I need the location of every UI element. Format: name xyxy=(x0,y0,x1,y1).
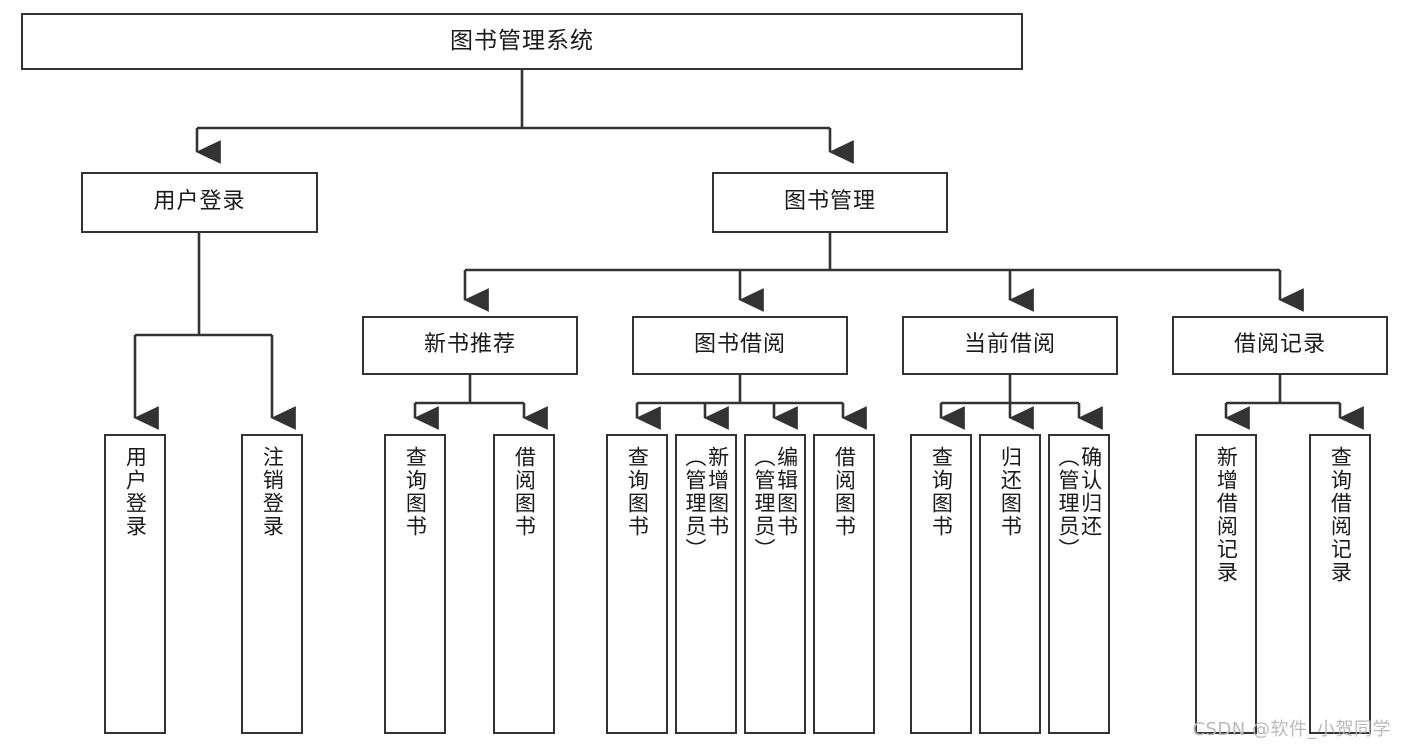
leaf-label: 借阅图书 xyxy=(832,446,857,538)
node-borrow-record-label: 借阅记录 xyxy=(1233,332,1326,358)
node-book-borrow-label: 图书借阅 xyxy=(693,332,786,358)
leaf-label: 注销登录 xyxy=(260,446,285,538)
leaf-label: 用户登录 xyxy=(123,446,148,538)
leaf-borrow-query-book[interactable]: 查询图书 xyxy=(606,434,668,734)
leaf-label: 确认归还 （管理员） xyxy=(1056,446,1103,561)
leaf-user-login-logout[interactable]: 注销登录 xyxy=(241,434,303,734)
watermark: CSDN @软件_小贺同学 xyxy=(1192,719,1391,740)
leaf-label: 新增借阅记录 xyxy=(1214,446,1239,584)
leaf-borrow-borrow-book[interactable]: 借阅图书 xyxy=(813,434,875,734)
node-user-login-label: 用户登录 xyxy=(153,189,246,215)
leaf-user-login-login[interactable]: 用户登录 xyxy=(104,434,166,734)
node-new-book-recommend[interactable]: 新书推荐 xyxy=(362,316,578,375)
leaf-borrow-edit-book-admin[interactable]: 编辑图书 （管理员） xyxy=(744,434,806,734)
leaf-label: 编辑图书 （管理员） xyxy=(752,446,799,561)
leaf-label: 查询图书 xyxy=(403,446,428,538)
leaf-label: 查询图书 xyxy=(929,446,954,538)
leaf-new-book-borrow[interactable]: 借阅图书 xyxy=(493,434,555,734)
node-current-borrow-label: 当前借阅 xyxy=(963,332,1056,358)
node-current-borrow[interactable]: 当前借阅 xyxy=(902,316,1118,375)
node-book-management[interactable]: 图书管理 xyxy=(712,172,948,233)
leaf-record-add-record[interactable]: 新增借阅记录 xyxy=(1195,434,1257,734)
leaf-current-confirm-return-admin[interactable]: 确认归还 （管理员） xyxy=(1048,434,1110,734)
node-book-borrow[interactable]: 图书借阅 xyxy=(632,316,848,375)
leaf-label: 查询图书 xyxy=(625,446,650,538)
leaf-label: 借阅图书 xyxy=(512,446,537,538)
leaf-label: 归还图书 xyxy=(998,446,1023,538)
node-user-login[interactable]: 用户登录 xyxy=(81,172,318,233)
node-new-book-recommend-label: 新书推荐 xyxy=(423,332,516,358)
node-borrow-record[interactable]: 借阅记录 xyxy=(1172,316,1388,375)
node-book-management-label: 图书管理 xyxy=(783,189,876,215)
leaf-label: 查询借阅记录 xyxy=(1328,446,1353,584)
leaf-borrow-add-book-admin[interactable]: 新增图书 （管理员） xyxy=(675,434,737,734)
node-root[interactable]: 图书管理系统 xyxy=(21,13,1023,70)
node-root-label: 图书管理系统 xyxy=(450,27,594,54)
leaf-new-book-query[interactable]: 查询图书 xyxy=(384,434,446,734)
leaf-label: 新增图书 （管理员） xyxy=(683,446,730,561)
leaf-record-query-record[interactable]: 查询借阅记录 xyxy=(1309,434,1371,734)
leaf-current-return-book[interactable]: 归还图书 xyxy=(979,434,1041,734)
leaf-current-query-book[interactable]: 查询图书 xyxy=(910,434,972,734)
